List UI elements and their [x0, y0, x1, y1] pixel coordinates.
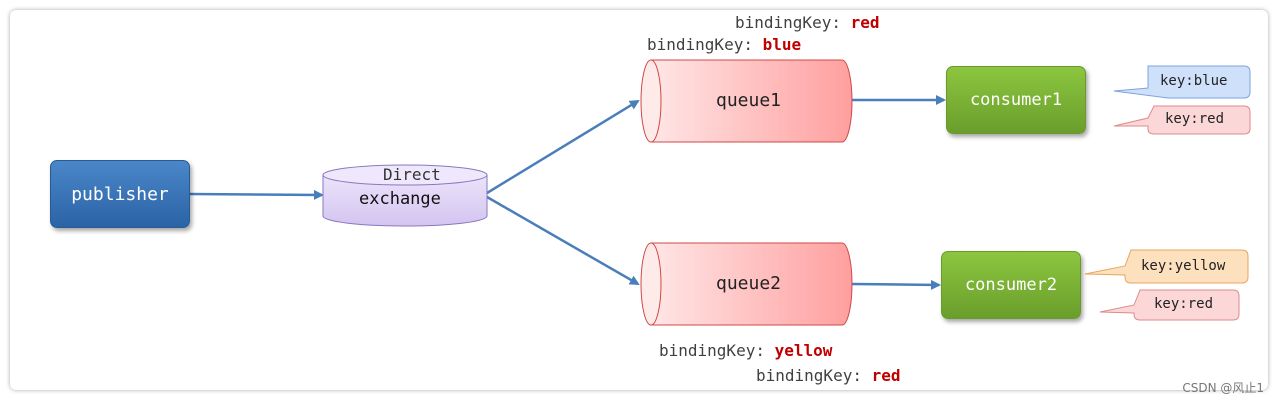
binding-key-value: red	[871, 366, 901, 385]
queue2-shape	[640, 242, 853, 326]
publisher-node: publisher	[50, 160, 190, 228]
queue1-label: queue1	[716, 90, 782, 111]
arrow-exchange-queue2	[486, 195, 640, 286]
queue2-label: queue2	[716, 273, 782, 294]
callout-key-blue-text: key:blue	[1160, 73, 1228, 89]
binding-key-prefix: bindingKey:	[735, 13, 851, 32]
binding-key-label: bindingKey: red	[756, 366, 901, 385]
consumer2-label: consumer2	[964, 275, 1058, 295]
callout-key-red-2	[1099, 289, 1240, 321]
arrow-queue2-consumer2	[851, 279, 941, 290]
binding-key-label: bindingKey: yellow	[659, 341, 832, 360]
callout-key-yellow	[1084, 249, 1249, 284]
binding-key-prefix: bindingKey:	[659, 341, 775, 360]
binding-key-label: bindingKey: blue	[647, 35, 801, 54]
consumer1-node: consumer1	[946, 66, 1086, 134]
callout-key-blue	[1113, 65, 1251, 99]
arrow-publisher-exchange	[189, 189, 324, 200]
binding-key-label: bindingKey: red	[735, 13, 880, 32]
watermark: CSDN @风止1	[1182, 381, 1264, 395]
queue1-shape	[640, 59, 853, 143]
binding-key-prefix: bindingKey:	[647, 35, 763, 54]
binding-key-value: yellow	[774, 341, 833, 360]
callout-key-red-2-text: key:red	[1154, 296, 1214, 312]
callout-key-yellow-text: key:yellow	[1141, 258, 1226, 274]
callout-key-red-1-text: key:red	[1165, 111, 1225, 127]
binding-key-value: blue	[762, 35, 802, 54]
binding-key-value: red	[850, 13, 880, 32]
exchange-type-label: Direct	[383, 165, 441, 184]
publisher-label: publisher	[71, 183, 169, 205]
binding-key-prefix: bindingKey:	[756, 366, 872, 385]
callout-key-red-1	[1113, 105, 1251, 135]
consumer2-node: consumer2	[941, 251, 1081, 319]
exchange-shape	[322, 164, 488, 227]
arrow-exchange-queue1	[486, 99, 640, 195]
exchange-label: exchange	[359, 189, 441, 209]
consumer1-label: consumer1	[969, 90, 1063, 110]
